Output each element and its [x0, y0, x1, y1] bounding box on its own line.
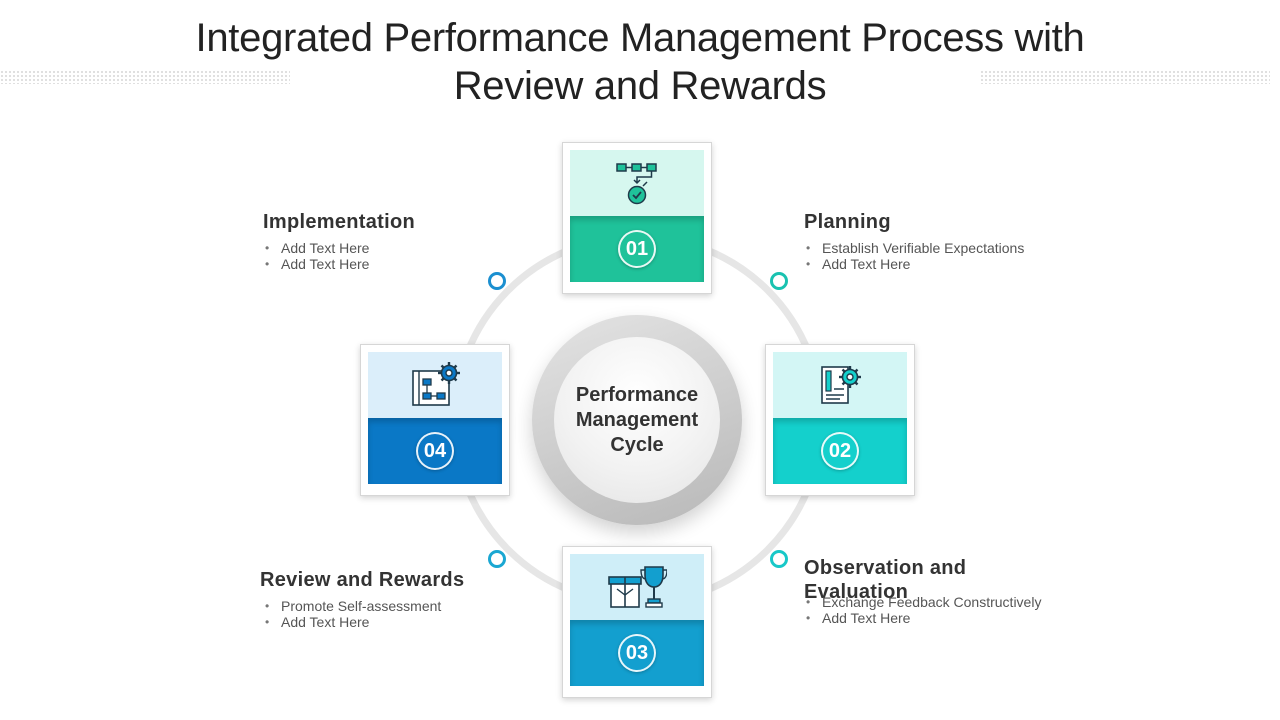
bullet-list: Promote Self-assessment Add Text Here — [263, 598, 520, 630]
document-gear-icon — [816, 361, 864, 409]
bullet-item: Promote Self-assessment — [263, 598, 520, 614]
step-card-01-number-area: 01 — [570, 216, 704, 282]
bullet-item: Exchange Feedback Constructively — [804, 594, 1054, 610]
label-title: Review and Rewards — [260, 569, 465, 591]
step-number-badge: 02 — [821, 432, 859, 470]
ring-dot-top-right — [770, 272, 788, 290]
bullet-item: Add Text Here — [263, 614, 520, 630]
bullet-list: Add Text Here Add Text Here — [263, 240, 513, 272]
ring-dot-bottom-right — [770, 550, 788, 568]
label-observation-and-evaluation: Observation and Evaluation Exchange Feed… — [804, 556, 1054, 626]
decorative-dots-right — [980, 70, 1270, 84]
workflow-check-icon — [613, 159, 661, 207]
step-card-03: 03 — [562, 546, 712, 698]
label-implementation: Implementation Add Text Here Add Text He… — [263, 210, 513, 272]
label-title: Planning — [804, 211, 891, 233]
step-card-02: 02 — [765, 344, 915, 496]
bullet-item: Add Text Here — [263, 240, 513, 256]
bullet-list: Exchange Feedback Constructively Add Tex… — [804, 594, 1054, 626]
step-card-01-icon-area — [570, 150, 704, 216]
bullet-item: Establish Verifiable Expectations — [804, 240, 1054, 256]
decorative-dots-left — [0, 70, 290, 84]
step-card-04-icon-area — [368, 352, 502, 418]
gift-trophy-icon — [607, 563, 667, 611]
step-card-03-number-area: 03 — [570, 620, 704, 686]
bullet-item: Add Text Here — [804, 256, 1054, 272]
ring-dot-bottom-left — [488, 550, 506, 568]
page-title: Integrated Performance Management Proces… — [195, 16, 1085, 108]
bullet-list: Establish Verifiable Expectations Add Te… — [804, 240, 1054, 272]
ring-dot-top-left — [488, 272, 506, 290]
step-card-03-icon-area — [570, 554, 704, 620]
label-review-and-rewards: Review and Rewards Promote Self-assessme… — [260, 568, 520, 630]
label-planning: Planning Establish Verifiable Expectatio… — [804, 210, 1054, 272]
step-card-01: 01 — [562, 142, 712, 294]
step-number-badge: 01 — [618, 230, 656, 268]
center-label: Performance Management Cycle — [575, 383, 699, 456]
step-card-04: 04 — [360, 344, 510, 496]
bullet-item: Add Text Here — [263, 256, 513, 272]
step-card-04-number-area: 04 — [368, 418, 502, 484]
bullet-item: Add Text Here — [804, 610, 1054, 626]
step-number-badge: 03 — [618, 634, 656, 672]
step-card-02-icon-area — [773, 352, 907, 418]
center-circle: Performance Management Cycle — [532, 315, 742, 525]
step-number-badge: 04 — [416, 432, 454, 470]
step-card-02-number-area: 02 — [773, 418, 907, 484]
center-circle-inner: Performance Management Cycle — [554, 337, 720, 503]
flowchart-gear-icon — [409, 361, 461, 409]
label-title: Implementation — [263, 211, 415, 233]
